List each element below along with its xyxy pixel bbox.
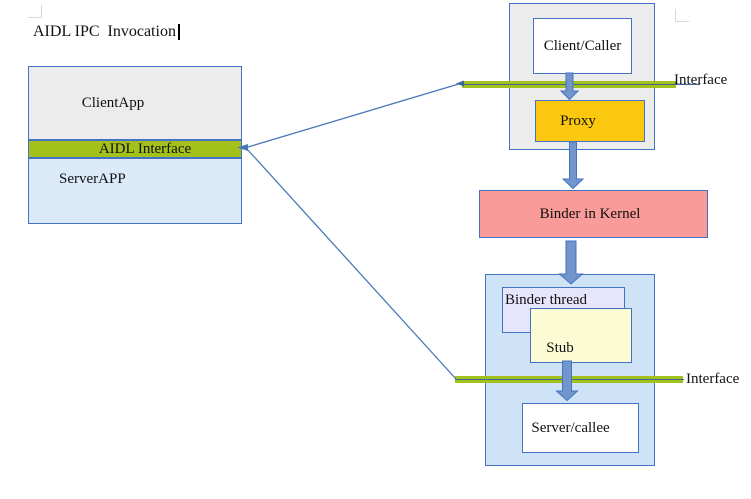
text-cursor-icon	[178, 24, 180, 40]
interface-label-bottom: Interface	[686, 371, 740, 387]
connector-aidl-to-bottom-interface[interactable]	[246, 148, 457, 380]
aidl-interface-bar[interactable]: AIDL Interface	[28, 140, 242, 158]
page-title[interactable]: AIDL IPC Invocation	[33, 23, 176, 40]
server-app-box[interactable]: ServerAPP	[28, 158, 242, 224]
binder-in-kernel-box[interactable]: Binder in Kernel	[479, 190, 708, 238]
margin-corner-top-right-icon	[675, 9, 689, 22]
proxy-label: Proxy	[560, 112, 596, 129]
stub-label: Stub	[546, 340, 574, 356]
proxy-box[interactable]: Proxy	[535, 100, 645, 142]
binder-thread-label: Binder thread	[505, 292, 588, 308]
client-caller-label: Client/Caller	[543, 37, 622, 54]
server-callee-box[interactable]: Server/callee	[522, 403, 639, 453]
server-app-label: ServerAPP	[59, 171, 126, 187]
aidl-interface-label: AIDL Interface	[98, 140, 192, 157]
binder-in-kernel-label: Binder in Kernel	[539, 205, 641, 222]
interface-label-top: Interface	[674, 72, 728, 88]
stub-box[interactable]: Stub	[530, 308, 632, 363]
client-app-label: ClientApp	[81, 94, 145, 111]
margin-corner-top-left-icon	[28, 5, 42, 18]
client-app-box[interactable]: ClientApp	[28, 66, 242, 140]
server-callee-label: Server/callee	[531, 419, 610, 436]
connector-aidl-to-top-interface[interactable]	[247, 82, 463, 148]
interface-line-top-stroke	[462, 83, 700, 86]
interface-line-bottom-stroke	[455, 378, 684, 381]
client-caller-box[interactable]: Client/Caller	[533, 18, 632, 74]
